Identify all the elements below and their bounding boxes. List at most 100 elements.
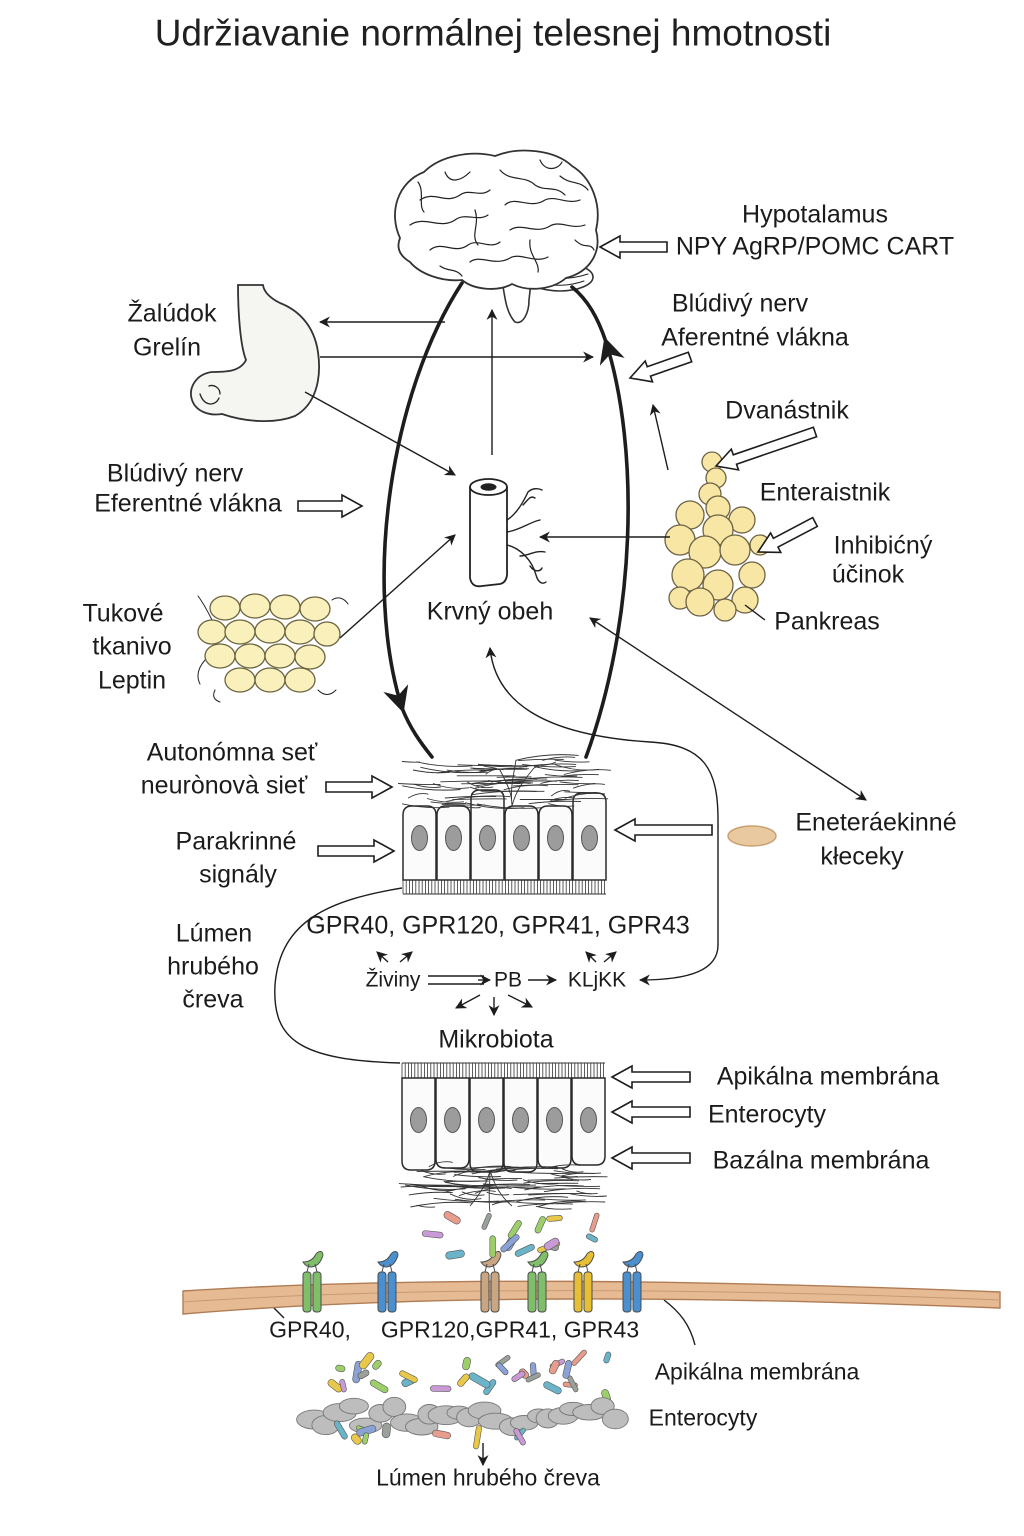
pancreas-illustration (664, 451, 771, 622)
neuronal-network-label: neurònovà sieť (140, 771, 308, 800)
nerve-fiber (436, 769, 490, 774)
receptor-helix (377, 1271, 387, 1313)
microbiota-particles (296, 1211, 629, 1450)
nerve-fiber (550, 789, 571, 797)
microbe (457, 1373, 470, 1387)
nerve-fiber (471, 1169, 516, 1175)
autonomic-network-label: Autonómna seť (146, 738, 318, 767)
membrane-apical-label: Apikálna membrána (654, 1358, 860, 1385)
nerve-trunk (477, 759, 557, 807)
gpr-receptor (573, 1250, 595, 1313)
pancreas-pointer-line (744, 604, 766, 621)
brush-border-edge (403, 879, 606, 895)
nerve-fiber (398, 783, 441, 786)
nerve-fiber (444, 795, 497, 799)
microbe (511, 1370, 526, 1382)
nerve-fiber (528, 800, 582, 805)
enteroendocrine-cell-icon (727, 825, 777, 847)
nerve-fiber (402, 785, 461, 791)
nutrients-to-pb-double-line (428, 975, 484, 985)
nerve-fiber (426, 798, 464, 803)
vessel-branches (506, 487, 547, 584)
receptor-stalk (381, 1263, 393, 1273)
stomach-to-blood-arrow (304, 391, 456, 476)
autonomic-pointer-arrow (325, 774, 394, 800)
microbe (361, 1432, 370, 1445)
gpr-receptor (527, 1250, 549, 1313)
microbe (357, 1369, 370, 1380)
fat-cell (224, 667, 256, 693)
nerve-fiber (452, 798, 507, 801)
nerve-fiber (428, 1161, 453, 1168)
nerve-fiber (540, 779, 579, 784)
nerve-fiber (513, 1201, 552, 1205)
nerve-fiber (535, 1205, 572, 1210)
membrane-detail (182, 1250, 1001, 1315)
microbe (381, 1422, 391, 1439)
vessel-wall (469, 487, 509, 588)
colon-lumen-outline (274, 887, 403, 1064)
microbe (399, 1370, 418, 1383)
lumen-label: Lúmen (175, 919, 253, 948)
luminal-debris (601, 1408, 629, 1430)
cell-nucleus (513, 825, 530, 851)
microbe (369, 1379, 389, 1394)
vagus-afferent-label: Blúdivý nerv (671, 289, 809, 318)
cell-nucleus (546, 1107, 563, 1133)
nerve-fiber (412, 769, 450, 774)
enteroendocrine-label: Eneteráekinné (795, 808, 957, 837)
nerve-fiber (444, 1181, 497, 1187)
microbe (421, 1230, 444, 1239)
nerve-fiber (440, 1166, 486, 1171)
membrane-enterocytes-label: Enterocyty (648, 1404, 758, 1431)
nerve-fiber (515, 754, 579, 761)
microbe (445, 1249, 465, 1260)
microbe (589, 1212, 600, 1233)
adipose-strands (197, 595, 349, 703)
signals-label: signály (199, 860, 277, 889)
efferent-vagus-tail (400, 706, 434, 759)
microbe (339, 1378, 347, 1393)
gpr-receptor (622, 1250, 644, 1313)
microbe (548, 1360, 560, 1375)
nerve-fiber (563, 769, 611, 775)
gpr-receptor (302, 1250, 324, 1313)
nerve-fiber (457, 764, 513, 767)
cells-label: kłeceky (820, 842, 904, 871)
apical-membrane-label: Apikálna membrána (716, 1062, 940, 1091)
receptor-helix (302, 1271, 312, 1313)
nerve-fiber (449, 1193, 482, 1200)
nerve-fiber (401, 803, 450, 809)
microbe (335, 1364, 346, 1373)
nerve-fiber (568, 1193, 607, 1197)
nerve-fiber (516, 1196, 569, 1203)
receptor-helix (312, 1271, 322, 1313)
pylorus-curl (199, 384, 221, 405)
cell-nucleus (547, 825, 564, 851)
fat-cell (197, 619, 227, 645)
nerve-fiber (485, 1177, 523, 1181)
brain-illustration (394, 149, 599, 324)
brainstem (501, 279, 532, 324)
nerve-fiber (456, 1166, 520, 1170)
nerve-fiber (533, 766, 586, 772)
pb-arrow-down-left (455, 994, 481, 1009)
nerve-fiber (561, 1168, 584, 1173)
microbe (525, 1372, 541, 1383)
microbe (432, 1429, 451, 1440)
nerve-fiber (533, 1197, 586, 1201)
receptor-helix (387, 1271, 397, 1313)
cell-nucleus (411, 825, 428, 851)
nerve-fiber (469, 786, 495, 792)
circulation-label: Krvný obeh (426, 597, 554, 626)
receptor-helix (573, 1271, 583, 1313)
microbe (543, 1237, 560, 1251)
receptor-ligand (480, 1250, 502, 1268)
nerve-fiber (408, 1191, 453, 1196)
brain-gyri (409, 159, 595, 277)
nerve-fiber (496, 1167, 558, 1173)
nerve-fiber (416, 761, 473, 767)
pancreas-upward-arrow (649, 403, 669, 471)
receptor-ligand (573, 1250, 595, 1268)
enteroendocrine-pointer-arrow (613, 817, 713, 843)
